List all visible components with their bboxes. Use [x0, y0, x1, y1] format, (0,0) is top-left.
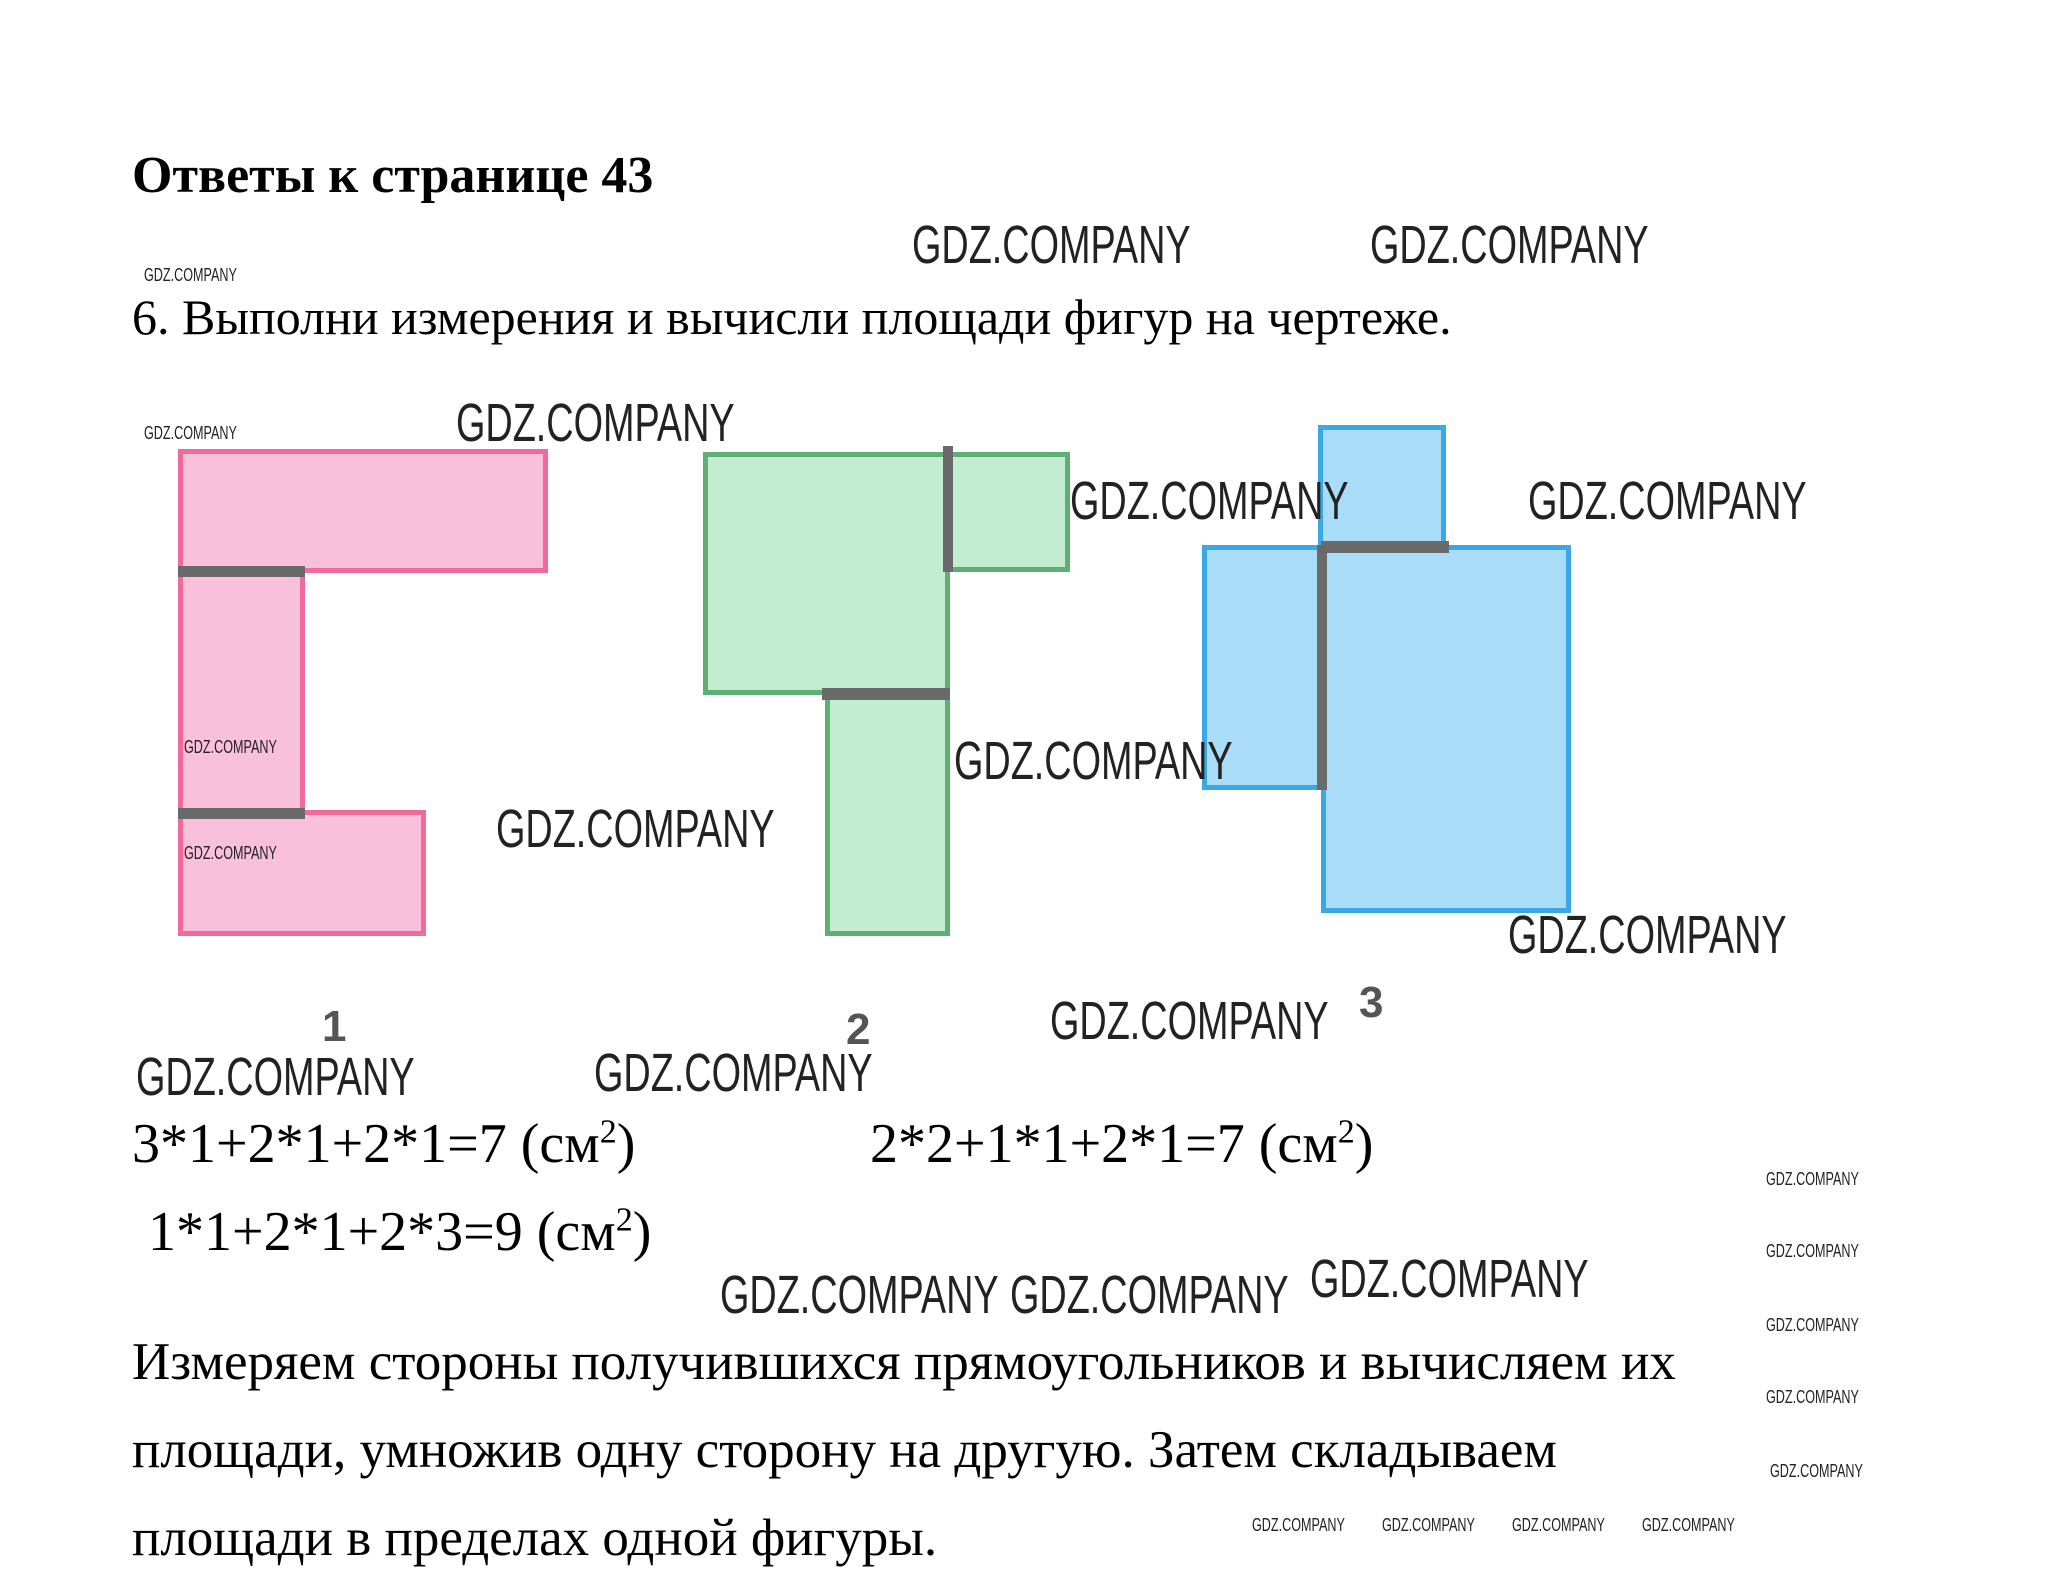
answer-figure-1: 3*1+2*1+2*1=7 (см2) [132, 1112, 635, 1176]
watermark: GDZ.COMPANY [1070, 471, 1349, 531]
watermark: GDZ.COMPANY [1512, 1515, 1605, 1535]
watermark: GDZ.COMPANY [1766, 1241, 1859, 1261]
figure-3-top-rect [1318, 425, 1446, 549]
task-text: 6. Выполни измерения и вычисли площади ф… [132, 289, 1452, 345]
answer-text: 3*1+2*1+2*1=7 (см [132, 1113, 600, 1175]
figure-2-divider [943, 446, 953, 572]
figure-3-left-rect [1202, 545, 1326, 790]
watermark: GDZ.COMPANY [144, 423, 237, 443]
watermark: GDZ.COMPANY [456, 393, 735, 453]
answer-close: ) [1354, 1113, 1374, 1175]
answer-figure-3: 1*1+2*1+2*3=9 (см2) [148, 1200, 651, 1264]
figure-1-label: 1 [322, 1002, 347, 1051]
watermark: GDZ.COMPANY [184, 843, 277, 863]
explanation-line: площади, умножив одну сторону на другую.… [132, 1421, 1557, 1479]
watermark: GDZ.COMPANY [1010, 1265, 1289, 1325]
page-title: Ответы к странице 43 [132, 147, 654, 204]
watermark: GDZ.COMPANY [1252, 1515, 1345, 1535]
explanation-line: площади в пределах одной фигуры. [132, 1509, 938, 1567]
watermark: GDZ.COMPANY [1050, 991, 1329, 1051]
figure-1-divider [178, 566, 305, 577]
figure-2-label: 2 [846, 1005, 871, 1054]
figure-2-small-rect [945, 452, 1070, 572]
figure-3-divider [1321, 541, 1449, 553]
figure-3-divider [1317, 545, 1327, 790]
figure-1-top-rect [178, 449, 548, 573]
watermark: GDZ.COMPANY [1642, 1515, 1735, 1535]
answer-exponent: 2 [615, 1201, 633, 1239]
figure-3-label: 3 [1359, 978, 1384, 1027]
watermark: GDZ.COMPANY [1370, 215, 1649, 275]
figure-1-bottom-rect [178, 810, 426, 936]
figure-2-square [703, 452, 950, 695]
watermark: GDZ.COMPANY [184, 737, 277, 757]
watermark: GDZ.COMPANY [136, 1047, 415, 1107]
watermark: GDZ.COMPANY [720, 1265, 999, 1325]
watermark: GDZ.COMPANY [1766, 1169, 1859, 1189]
answer-figure-2: 2*2+1*1+2*1=7 (см2) [870, 1112, 1373, 1176]
watermark: GDZ.COMPANY [1770, 1461, 1863, 1481]
figure-1-middle-rect [178, 568, 305, 814]
figure-2-bottom-rect [825, 690, 950, 936]
watermark: GDZ.COMPANY [496, 799, 775, 859]
watermark: GDZ.COMPANY [594, 1043, 873, 1103]
watermark: GDZ.COMPANY [1766, 1387, 1859, 1407]
answer-exponent: 2 [1337, 1113, 1355, 1151]
answer-close: ) [616, 1113, 636, 1175]
figure-3-main-rect [1321, 545, 1571, 913]
figure-2-divider [822, 688, 950, 700]
answer-text: 2*2+1*1+2*1=7 (см [870, 1113, 1338, 1175]
watermark: GDZ.COMPANY [1508, 905, 1787, 965]
watermark: GDZ.COMPANY [1310, 1249, 1589, 1309]
figure-1-divider [178, 808, 305, 819]
watermark: GDZ.COMPANY [1528, 471, 1807, 531]
answer-close: ) [632, 1201, 652, 1263]
watermark: GDZ.COMPANY [954, 731, 1233, 791]
explanation-line: Измеряем стороны получившихся прямоуголь… [132, 1333, 1676, 1391]
answer-exponent: 2 [599, 1113, 617, 1151]
answer-text: 1*1+2*1+2*3=9 (см [148, 1201, 616, 1263]
watermark: GDZ.COMPANY [1382, 1515, 1475, 1535]
watermark: GDZ.COMPANY [144, 265, 237, 285]
watermark: GDZ.COMPANY [912, 215, 1191, 275]
watermark: GDZ.COMPANY [1766, 1315, 1859, 1335]
